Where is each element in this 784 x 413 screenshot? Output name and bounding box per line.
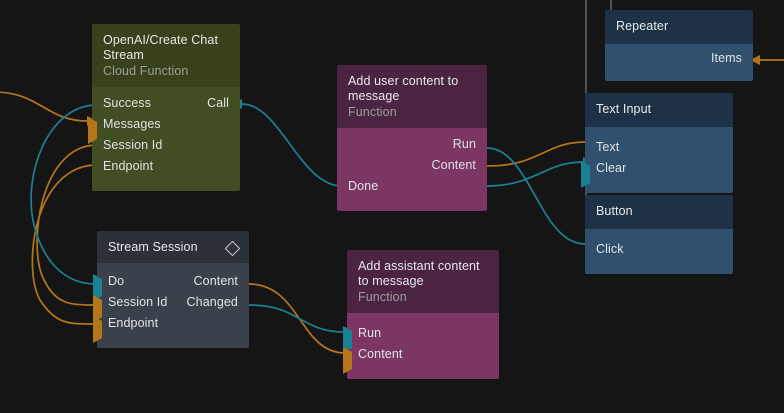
port-row-content[interactable]: Content <box>343 344 499 374</box>
node-subtitle: Cloud Function <box>103 64 189 78</box>
port-row-run[interactable]: Run <box>337 134 487 155</box>
port-connector-content[interactable] <box>244 277 254 287</box>
node-header[interactable]: Add assistant content to message Functio… <box>347 250 499 313</box>
port-row-items[interactable]: Items <box>605 48 753 69</box>
port-row-endpoint[interactable]: Endpoint <box>93 313 249 343</box>
port-connector-content[interactable] <box>342 346 352 374</box>
node-subtitle: Function <box>348 105 397 119</box>
node-add-user-content[interactable]: Add user content to message Function Run… <box>337 65 487 211</box>
port-row-session-id-changed[interactable]: Session Id Changed <box>93 292 249 322</box>
port-label-click: Click <box>596 242 624 256</box>
node-create-chat-stream[interactable]: OpenAI/Create Chat Stream Cloud Function… <box>88 24 240 191</box>
port-label-run: Run <box>452 137 476 151</box>
port-label-items: Items <box>710 51 742 65</box>
port-label-endpoint: Endpoint <box>103 159 154 173</box>
port-label-call: Call <box>207 96 229 110</box>
port-label-content: Content <box>358 347 403 361</box>
port-label-do: Do <box>108 274 125 288</box>
port-label-success: Success <box>103 96 151 110</box>
port-label-text: Text <box>596 140 620 154</box>
node-body: Click <box>585 229 733 274</box>
port-connector-session-id[interactable] <box>92 294 102 322</box>
node-header[interactable]: Stream Session <box>97 231 249 263</box>
port-row-session-id[interactable]: Session Id <box>92 135 240 156</box>
node-header[interactable]: Text Input <box>585 93 733 127</box>
port-connector-endpoint[interactable] <box>92 315 102 343</box>
node-title: Add assistant content to message <box>358 259 480 288</box>
node-text-input[interactable]: Text Input Text Clear <box>581 93 733 193</box>
port-row-text[interactable]: Text <box>585 137 733 158</box>
node-body: Run Content <box>343 313 499 379</box>
node-body: Text Clear <box>581 127 733 193</box>
port-connector-do[interactable] <box>92 273 102 301</box>
port-row-messages[interactable]: Messages <box>88 114 240 144</box>
port-row-run[interactable]: Run <box>343 323 499 353</box>
port-connector-session-id[interactable] <box>87 141 97 151</box>
port-connector-done-out[interactable] <box>482 182 492 192</box>
port-connector-endpoint[interactable] <box>87 162 97 172</box>
node-title: Add user content to message <box>348 74 459 103</box>
port-row-endpoint[interactable]: Endpoint <box>92 156 240 177</box>
port-connector-success[interactable] <box>87 99 97 109</box>
port-row-click[interactable]: Click <box>585 239 733 260</box>
port-row-done[interactable]: Done <box>337 176 487 197</box>
port-label-content: Content <box>193 274 238 288</box>
node-header[interactable]: Repeater <box>605 10 753 44</box>
node-repeater[interactable]: Repeater Items <box>605 10 753 81</box>
node-title: Text Input <box>596 102 652 116</box>
port-connector-messages[interactable] <box>87 116 97 144</box>
node-body: Do Content Session Id Changed Endpoint <box>93 263 249 348</box>
port-connector-run[interactable] <box>342 325 352 353</box>
node-body: Run Content Done <box>337 128 487 211</box>
port-label-changed: Changed <box>186 295 238 309</box>
port-label-run: Run <box>358 326 382 340</box>
port-connector-clear[interactable] <box>580 160 590 188</box>
node-title: Button <box>596 204 633 218</box>
node-header[interactable]: OpenAI/Create Chat Stream Cloud Function <box>92 24 240 87</box>
port-label-endpoint: Endpoint <box>108 316 159 330</box>
port-label-session-id: Session Id <box>103 138 163 152</box>
node-title: Stream Session <box>108 240 198 254</box>
port-connector-changed[interactable] <box>244 298 254 308</box>
port-label-clear: Clear <box>596 161 627 175</box>
port-row-clear[interactable]: Clear <box>581 158 733 188</box>
node-subtitle: Function <box>358 290 407 304</box>
node-stream-session[interactable]: Stream Session Do Content Session Id Cha… <box>93 231 249 348</box>
port-row-content[interactable]: Content <box>337 155 487 176</box>
port-connector-text[interactable] <box>580 143 590 153</box>
node-button[interactable]: Button Click <box>585 195 733 274</box>
port-label-session-id: Session Id <box>108 295 168 309</box>
port-label-messages: Messages <box>103 117 161 131</box>
port-connector-click[interactable] <box>580 245 590 255</box>
node-title: Repeater <box>616 19 669 33</box>
node-title: OpenAI/Create Chat Stream <box>103 33 219 62</box>
node-body: Success Call Messages Session Id Endpoin… <box>88 87 240 191</box>
port-label-done: Done <box>348 179 379 193</box>
port-label-content: Content <box>431 158 476 172</box>
node-add-assistant-content[interactable]: Add assistant content to message Functio… <box>343 250 499 379</box>
node-body: Items <box>605 44 753 81</box>
node-header[interactable]: Add user content to message Function <box>337 65 487 128</box>
port-row-do-content[interactable]: Do Content <box>93 271 249 301</box>
port-row-success-call[interactable]: Success Call <box>92 93 240 114</box>
diamond-icon <box>224 240 241 259</box>
port-connector-done-in[interactable] <box>332 182 342 192</box>
node-header[interactable]: Button <box>585 195 733 229</box>
